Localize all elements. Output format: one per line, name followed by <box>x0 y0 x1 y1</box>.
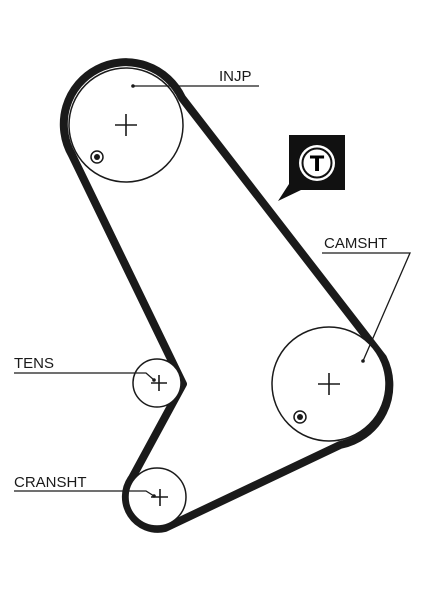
tensioner-pulley <box>132 358 182 408</box>
injection-pump-center-cross-icon <box>115 114 137 136</box>
crankshaft-leader-dot <box>152 494 156 498</box>
timing-belt <box>59 58 394 533</box>
camshaft-timing-mark-icon <box>293 410 307 424</box>
camshaft-pulley <box>271 326 387 442</box>
camshaft-callout: CAMSHT <box>322 235 411 363</box>
camshaft-leader-dot <box>361 359 365 363</box>
tensioner-leader-line <box>14 372 155 381</box>
badge-letter: T <box>310 152 325 176</box>
tensioner-center-cross-icon <box>151 375 167 391</box>
camshaft-leader-line <box>322 252 411 362</box>
badge-inner-ring <box>301 147 333 179</box>
tensioner-badge-icon: T <box>278 135 345 201</box>
badge-circle <box>299 145 335 181</box>
injection-pump-timing-mark-icon <box>90 150 104 164</box>
injection-pump-label: INJP <box>219 68 252 85</box>
tensioner-label: TENS <box>14 355 54 372</box>
crankshaft-label: CRANSHT <box>14 474 87 491</box>
tensioner-callout: TENS <box>14 355 156 382</box>
crankshaft-callout: CRANSHT <box>14 474 156 498</box>
injection-pump-callout: INJP <box>131 68 259 88</box>
crankshaft-pulley <box>127 467 187 527</box>
injection-pump-pulley <box>68 67 184 183</box>
camshaft-center-cross-icon <box>318 373 340 395</box>
tensioner-leader-dot <box>152 378 156 382</box>
crankshaft-leader-line <box>14 490 155 497</box>
camshaft-label: CAMSHT <box>324 235 387 252</box>
